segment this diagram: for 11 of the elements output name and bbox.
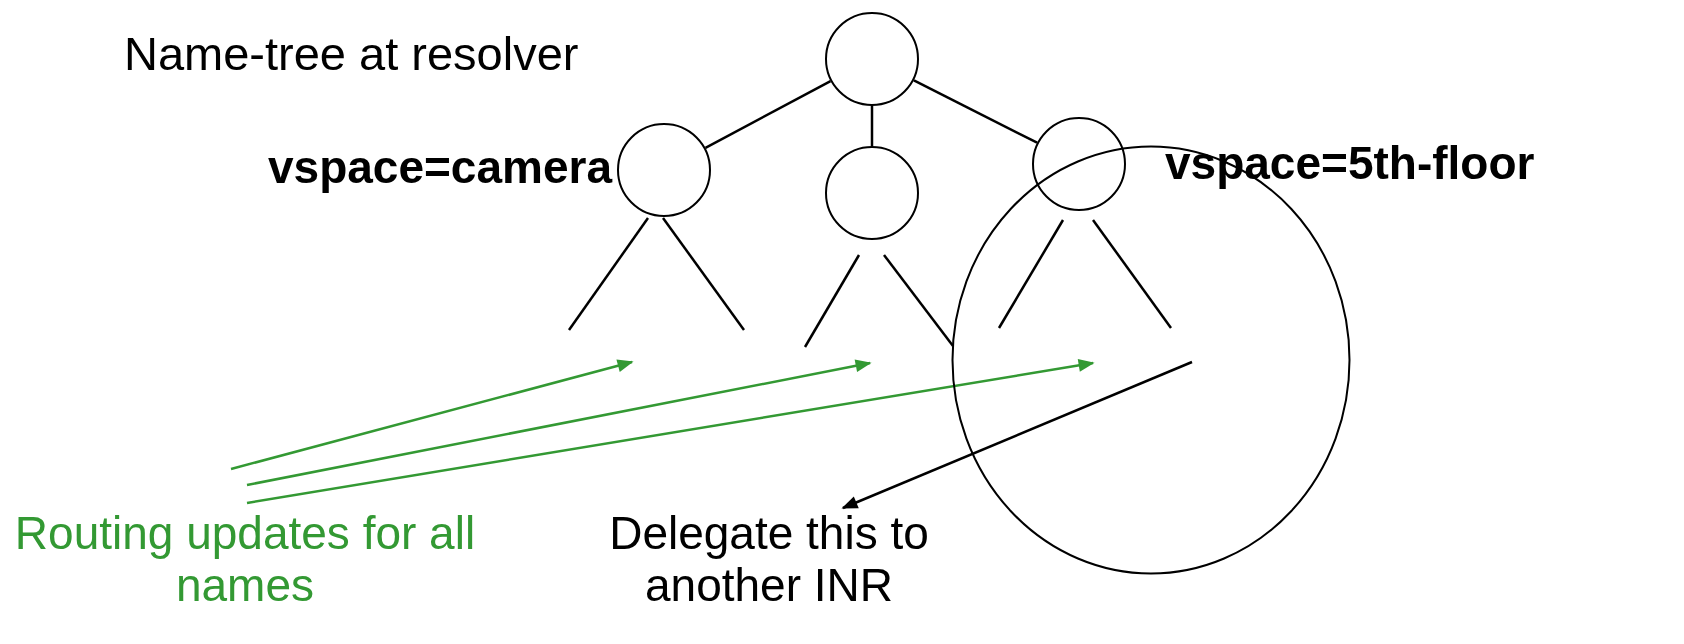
arrow xyxy=(246,359,872,487)
arrow xyxy=(246,359,1095,505)
tree-branch-line xyxy=(704,80,832,149)
arrow xyxy=(841,360,1193,510)
title-text: Name-tree at resolver xyxy=(124,26,579,81)
note-text: Delegate this to another INR xyxy=(540,508,998,644)
arrow xyxy=(230,359,634,471)
tree-branch-line xyxy=(913,79,1038,144)
subtree-label: vspace=camera xyxy=(268,140,612,194)
tree-branch-line xyxy=(870,106,874,146)
note-text: Routing updates for all names xyxy=(0,508,490,644)
